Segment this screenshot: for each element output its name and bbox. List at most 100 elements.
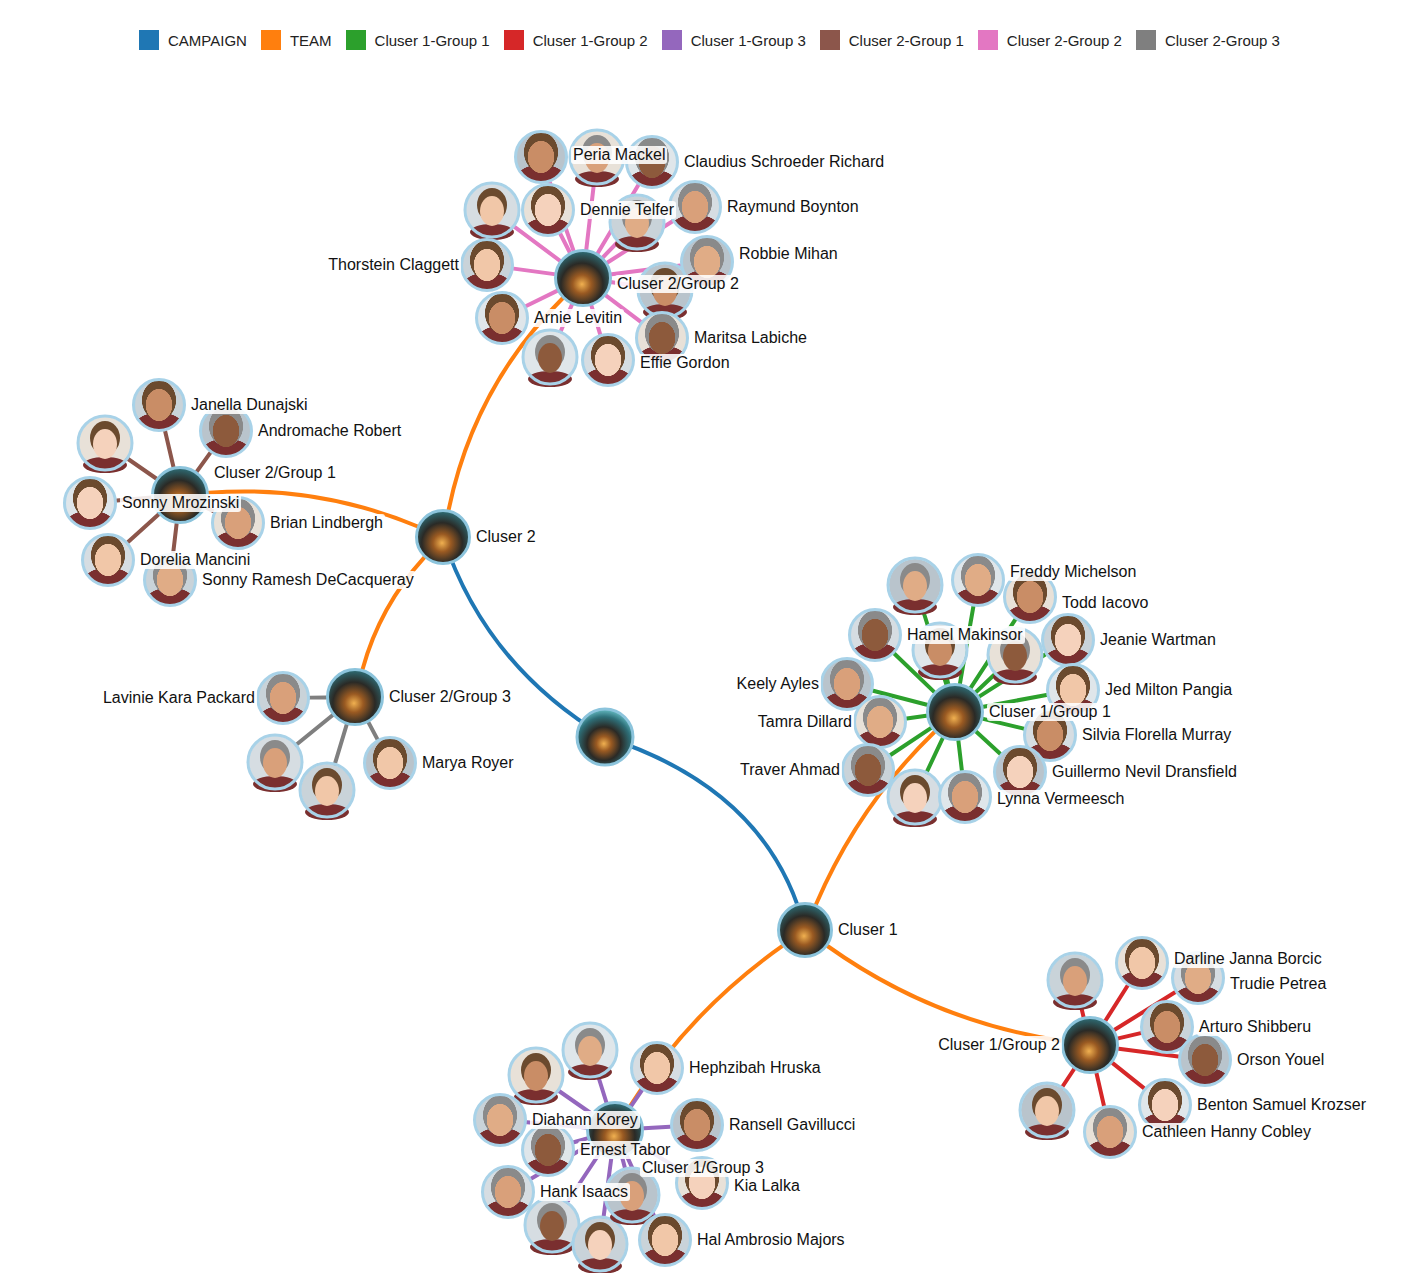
face-photo	[523, 330, 577, 387]
legend-swatch	[662, 30, 682, 50]
member-node: Sonny Mrozinski	[63, 476, 117, 530]
member-spoke	[1096, 1073, 1103, 1105]
face-photo	[1020, 1083, 1074, 1140]
member-spoke	[369, 723, 378, 740]
legend-item: Cluser 1-Group 2	[504, 30, 648, 50]
node-label: Jeanie Wartman	[1098, 631, 1218, 649]
legend-swatch	[346, 30, 366, 50]
node-label: Benton Samuel Krozser	[1195, 1096, 1368, 1114]
hub-node: Cluser 1	[777, 902, 833, 958]
member-node: Janella Dunajski	[132, 378, 186, 432]
node-label: Cluser 1/Group 3	[640, 1159, 766, 1177]
node-label: Hamel Makinsor	[905, 626, 1025, 644]
face-border	[525, 1198, 579, 1252]
legend-swatch	[978, 30, 998, 50]
member-node: Raymund Boynton	[668, 180, 722, 234]
node-label: Guillermo Nevil Dransfield	[1050, 763, 1239, 781]
face-border	[1048, 953, 1102, 1007]
member-spoke	[1118, 1033, 1140, 1038]
member-spoke	[958, 741, 961, 770]
member-spoke	[173, 524, 176, 553]
member-node: Ernest Tabor	[521, 1123, 575, 1177]
face-border	[523, 330, 577, 384]
member-node: Freddy Michelson	[951, 553, 1005, 607]
hub-node: Cluser 2	[415, 509, 471, 565]
node-label: Arturo Shibberu	[1197, 1018, 1313, 1036]
node-label: Thorstein Claggett	[326, 256, 461, 274]
legend-swatch	[504, 30, 524, 50]
node-label: Sonny Mrozinski	[120, 494, 241, 512]
face-skin	[903, 571, 927, 601]
node-label: Ransell Gavillucci	[727, 1116, 857, 1134]
node-label: Cluser 2/Group 3	[387, 688, 513, 706]
node-label: Jed Milton Pangia	[1103, 681, 1234, 699]
member-faces	[78, 130, 1102, 1273]
face-skin	[903, 783, 927, 813]
member-node: Cathleen Hanny Cobley	[1083, 1105, 1137, 1159]
node-label: Hal Ambrosio Majors	[695, 1231, 847, 1249]
member-node: Effie Gordon	[581, 333, 635, 387]
node-label: Hank Isaacs	[538, 1183, 630, 1201]
face-border	[888, 770, 942, 824]
member-node: Jeanie Wartman	[1041, 613, 1095, 667]
face-border	[300, 763, 354, 817]
legend-label: Cluser 1-Group 1	[375, 32, 490, 49]
face-skin	[263, 748, 287, 778]
member-node: Hephzibah Hruska	[630, 1041, 684, 1095]
member-node: Marya Royer	[363, 736, 417, 790]
legend-item: CAMPAIGN	[139, 30, 247, 50]
node-label: Marya Royer	[420, 754, 516, 772]
legend-swatch	[139, 30, 159, 50]
face-photo	[525, 1198, 579, 1255]
legend: CAMPAIGNTEAMCluser 1-Group 1Cluser 1-Gro…	[139, 30, 1280, 50]
node-label: Cathleen Hanny Cobley	[1140, 1123, 1313, 1141]
node-label: Cluser 1/Group 1	[987, 703, 1113, 721]
legend-item: Cluser 2-Group 2	[978, 30, 1122, 50]
member-node: Peria Mackel	[514, 130, 568, 184]
face-skin	[1063, 966, 1087, 996]
face-photo	[888, 770, 942, 827]
legend-item: Cluser 2-Group 3	[1136, 30, 1280, 50]
member-node: Orson Youel	[1178, 1033, 1232, 1087]
face-border	[573, 1217, 627, 1271]
member-spoke	[907, 716, 926, 719]
face-skin	[578, 1036, 602, 1066]
legend-label: Cluser 1-Group 3	[691, 32, 806, 49]
node-label: Robbie Mihan	[737, 245, 840, 263]
face-photo	[300, 763, 354, 820]
node-label: Janella Dunajski	[189, 396, 310, 414]
face-border	[248, 735, 302, 789]
hub-node: Cluser 1/Group 1	[926, 683, 984, 741]
face-border	[888, 558, 942, 612]
node-label: Cluser 2/Group 2	[615, 275, 741, 293]
face-photo	[888, 558, 942, 615]
face-skin	[538, 343, 562, 373]
legend-label: Cluser 1-Group 2	[533, 32, 648, 49]
face-skin	[524, 1061, 548, 1091]
node-label: Hephzibah Hruska	[687, 1059, 823, 1077]
team-link	[630, 946, 782, 1105]
face-photo	[1048, 953, 1102, 1010]
member-node: Lavinie Kara Packard	[256, 671, 310, 725]
legend-label: Cluser 2-Group 1	[849, 32, 964, 49]
member-spoke	[165, 431, 173, 466]
node-label: Maritsa Labiche	[692, 329, 809, 347]
member-node: Hal Ambrosio Majors	[638, 1213, 692, 1267]
node-label: Brian Lindbergh	[268, 514, 385, 532]
member-spoke	[560, 234, 569, 252]
member-spoke	[526, 291, 557, 306]
face-skin	[315, 776, 339, 806]
face-border	[465, 183, 519, 237]
face-skin	[588, 1230, 612, 1260]
legend-swatch	[820, 30, 840, 50]
legend-label: Cluser 2-Group 3	[1165, 32, 1280, 49]
face-photo	[573, 1217, 627, 1273]
node-label: Effie Gordon	[638, 354, 732, 372]
member-node: Thorstein Claggett	[460, 238, 514, 292]
legend-item: Cluser 1-Group 3	[662, 30, 806, 50]
member-node: Traver Ahmad	[841, 743, 895, 797]
node-label: Silvia Florella Murray	[1080, 726, 1233, 744]
node-label: Sonny Ramesh DeCacqueray	[200, 571, 416, 589]
node-label: Peria Mackel	[571, 146, 667, 164]
